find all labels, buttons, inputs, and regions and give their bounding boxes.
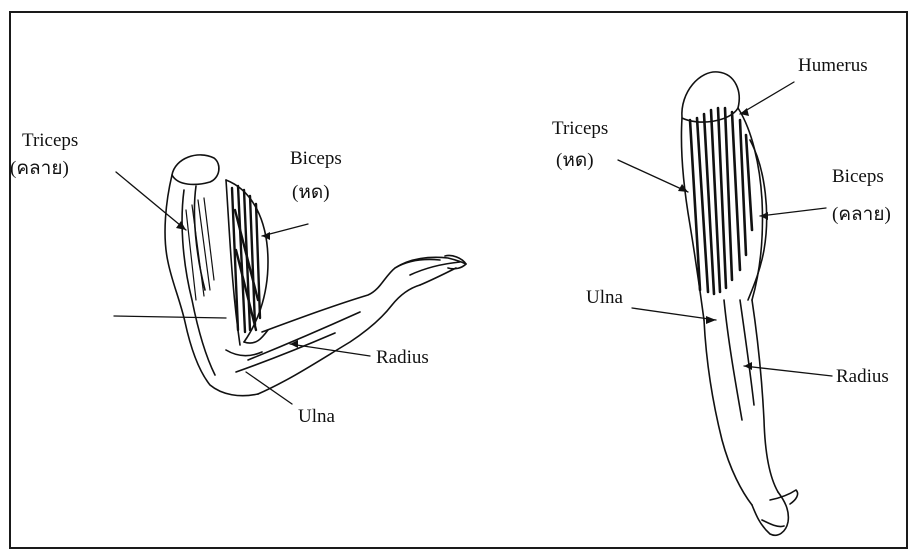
left-ulna-label: Ulna [298, 406, 335, 428]
right-biceps-label: Biceps [832, 166, 884, 188]
right-ulna-label: Ulna [586, 287, 623, 309]
left-biceps-label: Biceps [290, 148, 342, 170]
right-triceps-state-label: (หด) [556, 150, 594, 172]
straight-arm-drawing [681, 72, 797, 535]
right-biceps-state-label: (คลาย) [832, 204, 891, 226]
right-humerus-label: Humerus [798, 55, 868, 77]
left-biceps-state-label: (หด) [292, 182, 330, 204]
right-triceps-label: Triceps [552, 118, 608, 140]
left-triceps-state-label: (คลาย) [10, 158, 69, 180]
left-radius-label: Radius [376, 347, 429, 369]
left-triceps-label: Triceps [22, 130, 78, 152]
right-radius-label: Radius [836, 366, 889, 388]
